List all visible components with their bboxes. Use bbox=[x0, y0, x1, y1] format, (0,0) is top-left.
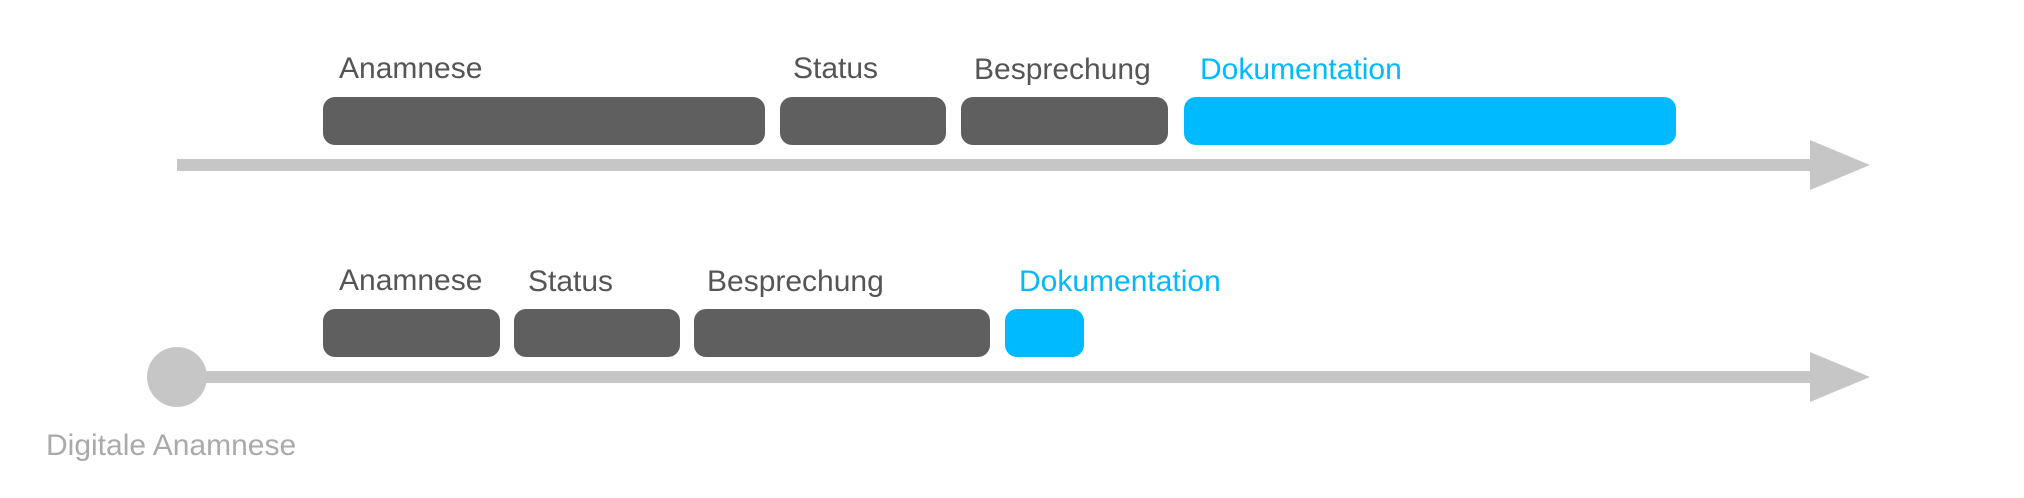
phase-bar-dokumentation bbox=[1184, 97, 1676, 145]
time-axis-line bbox=[177, 159, 1817, 171]
phase-label-besprechung: Besprechung bbox=[974, 53, 1151, 86]
time-axis-line bbox=[190, 371, 1817, 383]
phase-bar-dokumentation bbox=[1005, 309, 1084, 357]
arrow-right-icon bbox=[1810, 140, 1870, 190]
phase-label-anamnese: Anamnese bbox=[339, 264, 483, 297]
arrow-right-icon bbox=[1810, 352, 1870, 402]
phase-bar-status bbox=[514, 309, 680, 357]
phase-label-status: Status bbox=[528, 265, 614, 298]
phase-label-anamnese: Anamnese bbox=[339, 52, 483, 85]
phase-label-status: Status bbox=[793, 52, 879, 85]
phase-label-dokumentation: Dokumentation bbox=[1200, 53, 1402, 86]
phase-bar-status bbox=[780, 97, 946, 145]
start-point-caption: Digitale Anamnese bbox=[46, 429, 297, 462]
phase-bar-anamnese bbox=[323, 97, 765, 145]
phase-label-dokumentation: Dokumentation bbox=[1019, 265, 1221, 298]
phase-label-besprechung: Besprechung bbox=[707, 265, 884, 298]
phase-bar-besprechung bbox=[694, 309, 990, 357]
phase-bar-besprechung bbox=[961, 97, 1168, 145]
phase-bar-anamnese bbox=[323, 309, 500, 357]
